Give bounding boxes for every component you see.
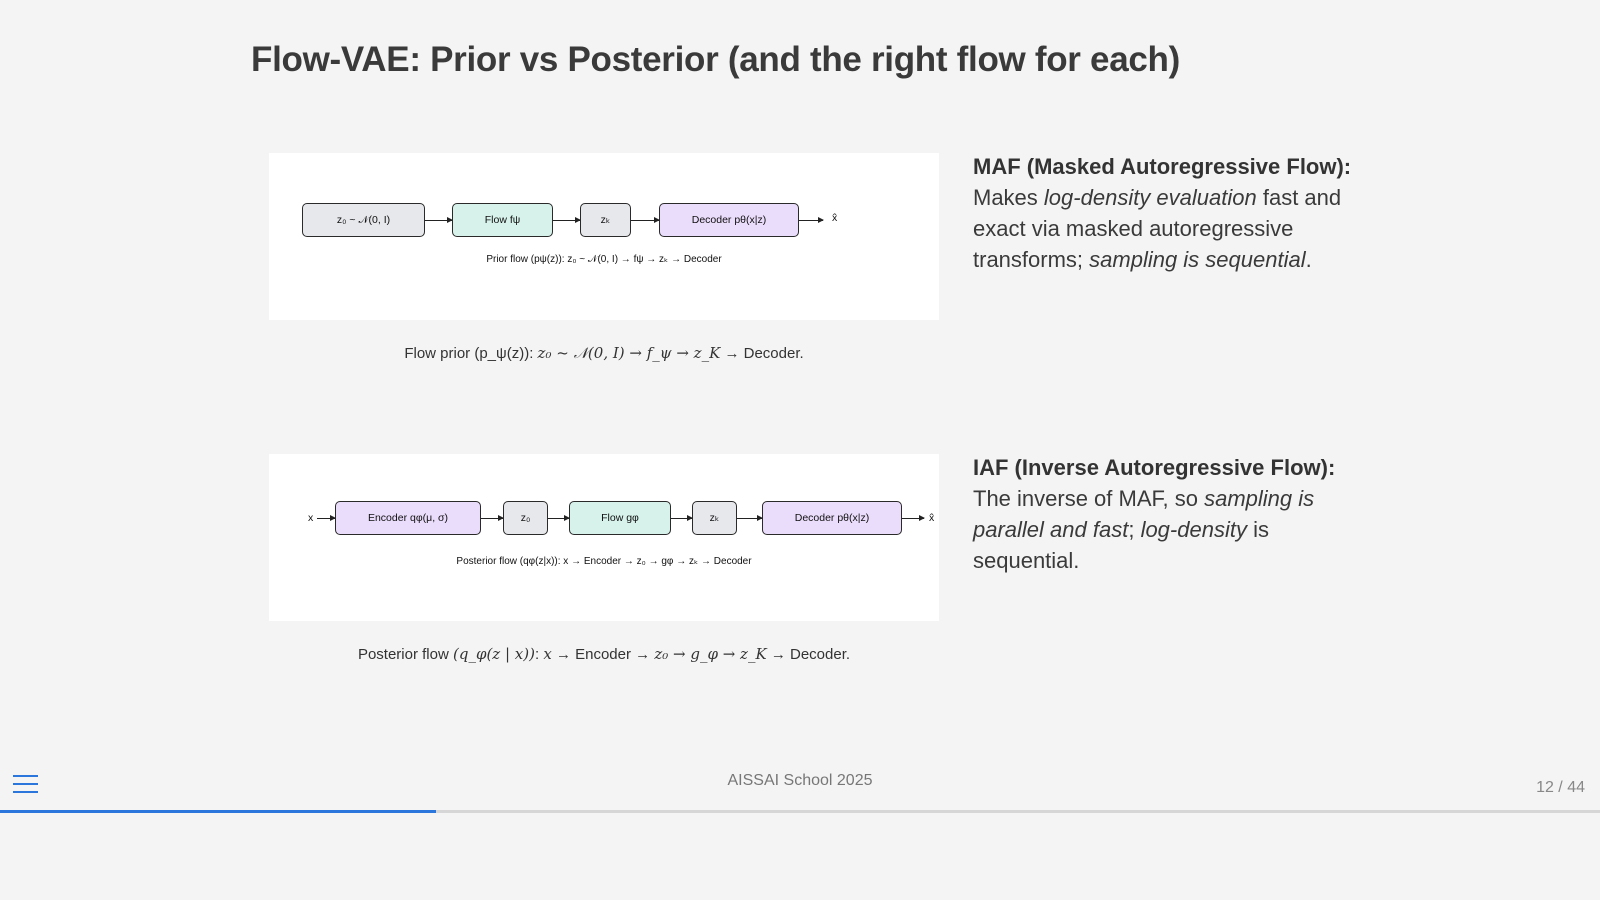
iaf-text: The inverse of MAF, so (973, 486, 1205, 511)
iaf-heading: IAF (Inverse Autoregressive Flow): (973, 455, 1336, 480)
latent-zk-node: zₖ (692, 501, 737, 535)
output-xhat-label: x̂ (929, 512, 935, 524)
caption-math: z₀ → g_φ → z_K (654, 645, 767, 663)
iaf-text: is sequential. (973, 517, 1269, 573)
posterior-caption: Posterior flow (q_φ(z | x)): x → Encoder… (269, 645, 939, 663)
arrow (481, 514, 504, 522)
flow-f-node: Flow fψ (452, 203, 553, 237)
prior-flow-note: Prior flow (pψ(z)): z₀ ~ 𝒩(0, I) → fψ → … (486, 254, 722, 265)
flow-g-node: Flow gφ (569, 501, 671, 535)
arrow (799, 216, 824, 224)
caption-text: : (534, 646, 544, 663)
latent-zk-node: zₖ (580, 203, 631, 237)
footer-title: AISSAI School 2025 (727, 772, 873, 789)
arrow (548, 514, 570, 522)
arrow (671, 514, 693, 522)
slide-title: Flow-VAE: Prior vs Posterior (and the ri… (251, 40, 1180, 79)
progress-bar[interactable] (0, 810, 1600, 813)
caption-text: Flow prior (p_ψ(z)): (404, 345, 538, 362)
decoder-node: Decoder pθ(x|z) (762, 501, 902, 535)
input-x-label: x (308, 512, 314, 524)
prior-caption: Flow prior (p_ψ(z)): z₀ ~ 𝒩(0, I) → f_ψ … (269, 344, 939, 362)
arrow (737, 514, 763, 522)
caption-math: x (543, 645, 552, 663)
encoder-node: Encoder qφ(μ, σ) (335, 501, 481, 535)
maf-heading: MAF (Masked Autoregressive Flow): (973, 154, 1352, 179)
iaf-emphasis: log-density (1140, 517, 1247, 542)
prior-flow-diagram: z₀ ~ 𝒩(0, I) Flow fψ zₖ Decoder pθ(x|z) … (269, 153, 939, 320)
arrow (902, 514, 925, 522)
arrow (631, 216, 660, 224)
decoder-node: Decoder pθ(x|z) (659, 203, 799, 237)
arrow (553, 216, 581, 224)
iaf-emphasis: sampling is parallel and fast (973, 486, 1315, 542)
progress-fill (0, 810, 437, 813)
maf-emphasis: log-density evaluation (1043, 185, 1257, 210)
caption-text: → Encoder → (551, 646, 655, 663)
caption-text: Posterior flow (357, 646, 453, 663)
latent-z0-node: z₀ ~ 𝒩(0, I) (302, 203, 425, 237)
arrow (425, 216, 453, 224)
maf-text: Makes (973, 185, 1044, 210)
caption-text: → Decoder. (720, 345, 804, 362)
arrow (317, 514, 336, 522)
iaf-text: ; (1128, 517, 1141, 542)
caption-text: → Decoder. (766, 646, 851, 663)
caption-math: z₀ ~ 𝒩(0, I) → f_ψ → z_K (537, 344, 721, 362)
maf-emphasis: sampling is sequential (1089, 247, 1306, 272)
posterior-flow-note: Posterior flow (qφ(z|x)): x → Encoder → … (456, 556, 752, 567)
latent-z0-node: z₀ (503, 501, 548, 535)
maf-text: fast and exact via masked autoregressive… (973, 185, 1342, 272)
caption-math: (q_φ(z | x)) (453, 645, 535, 663)
iaf-description: IAF (Inverse Autoregressive Flow): The i… (973, 452, 1358, 576)
posterior-flow-diagram: x Encoder qφ(μ, σ) z₀ Flow gφ zₖ Decoder… (269, 454, 939, 621)
maf-description: MAF (Masked Autoregressive Flow): Makes l… (973, 151, 1358, 275)
page-number: 12 / 44 (1536, 779, 1585, 796)
maf-text: . (1305, 247, 1312, 272)
menu-icon[interactable] (13, 773, 38, 795)
output-xhat-label: x̂ (832, 212, 838, 224)
